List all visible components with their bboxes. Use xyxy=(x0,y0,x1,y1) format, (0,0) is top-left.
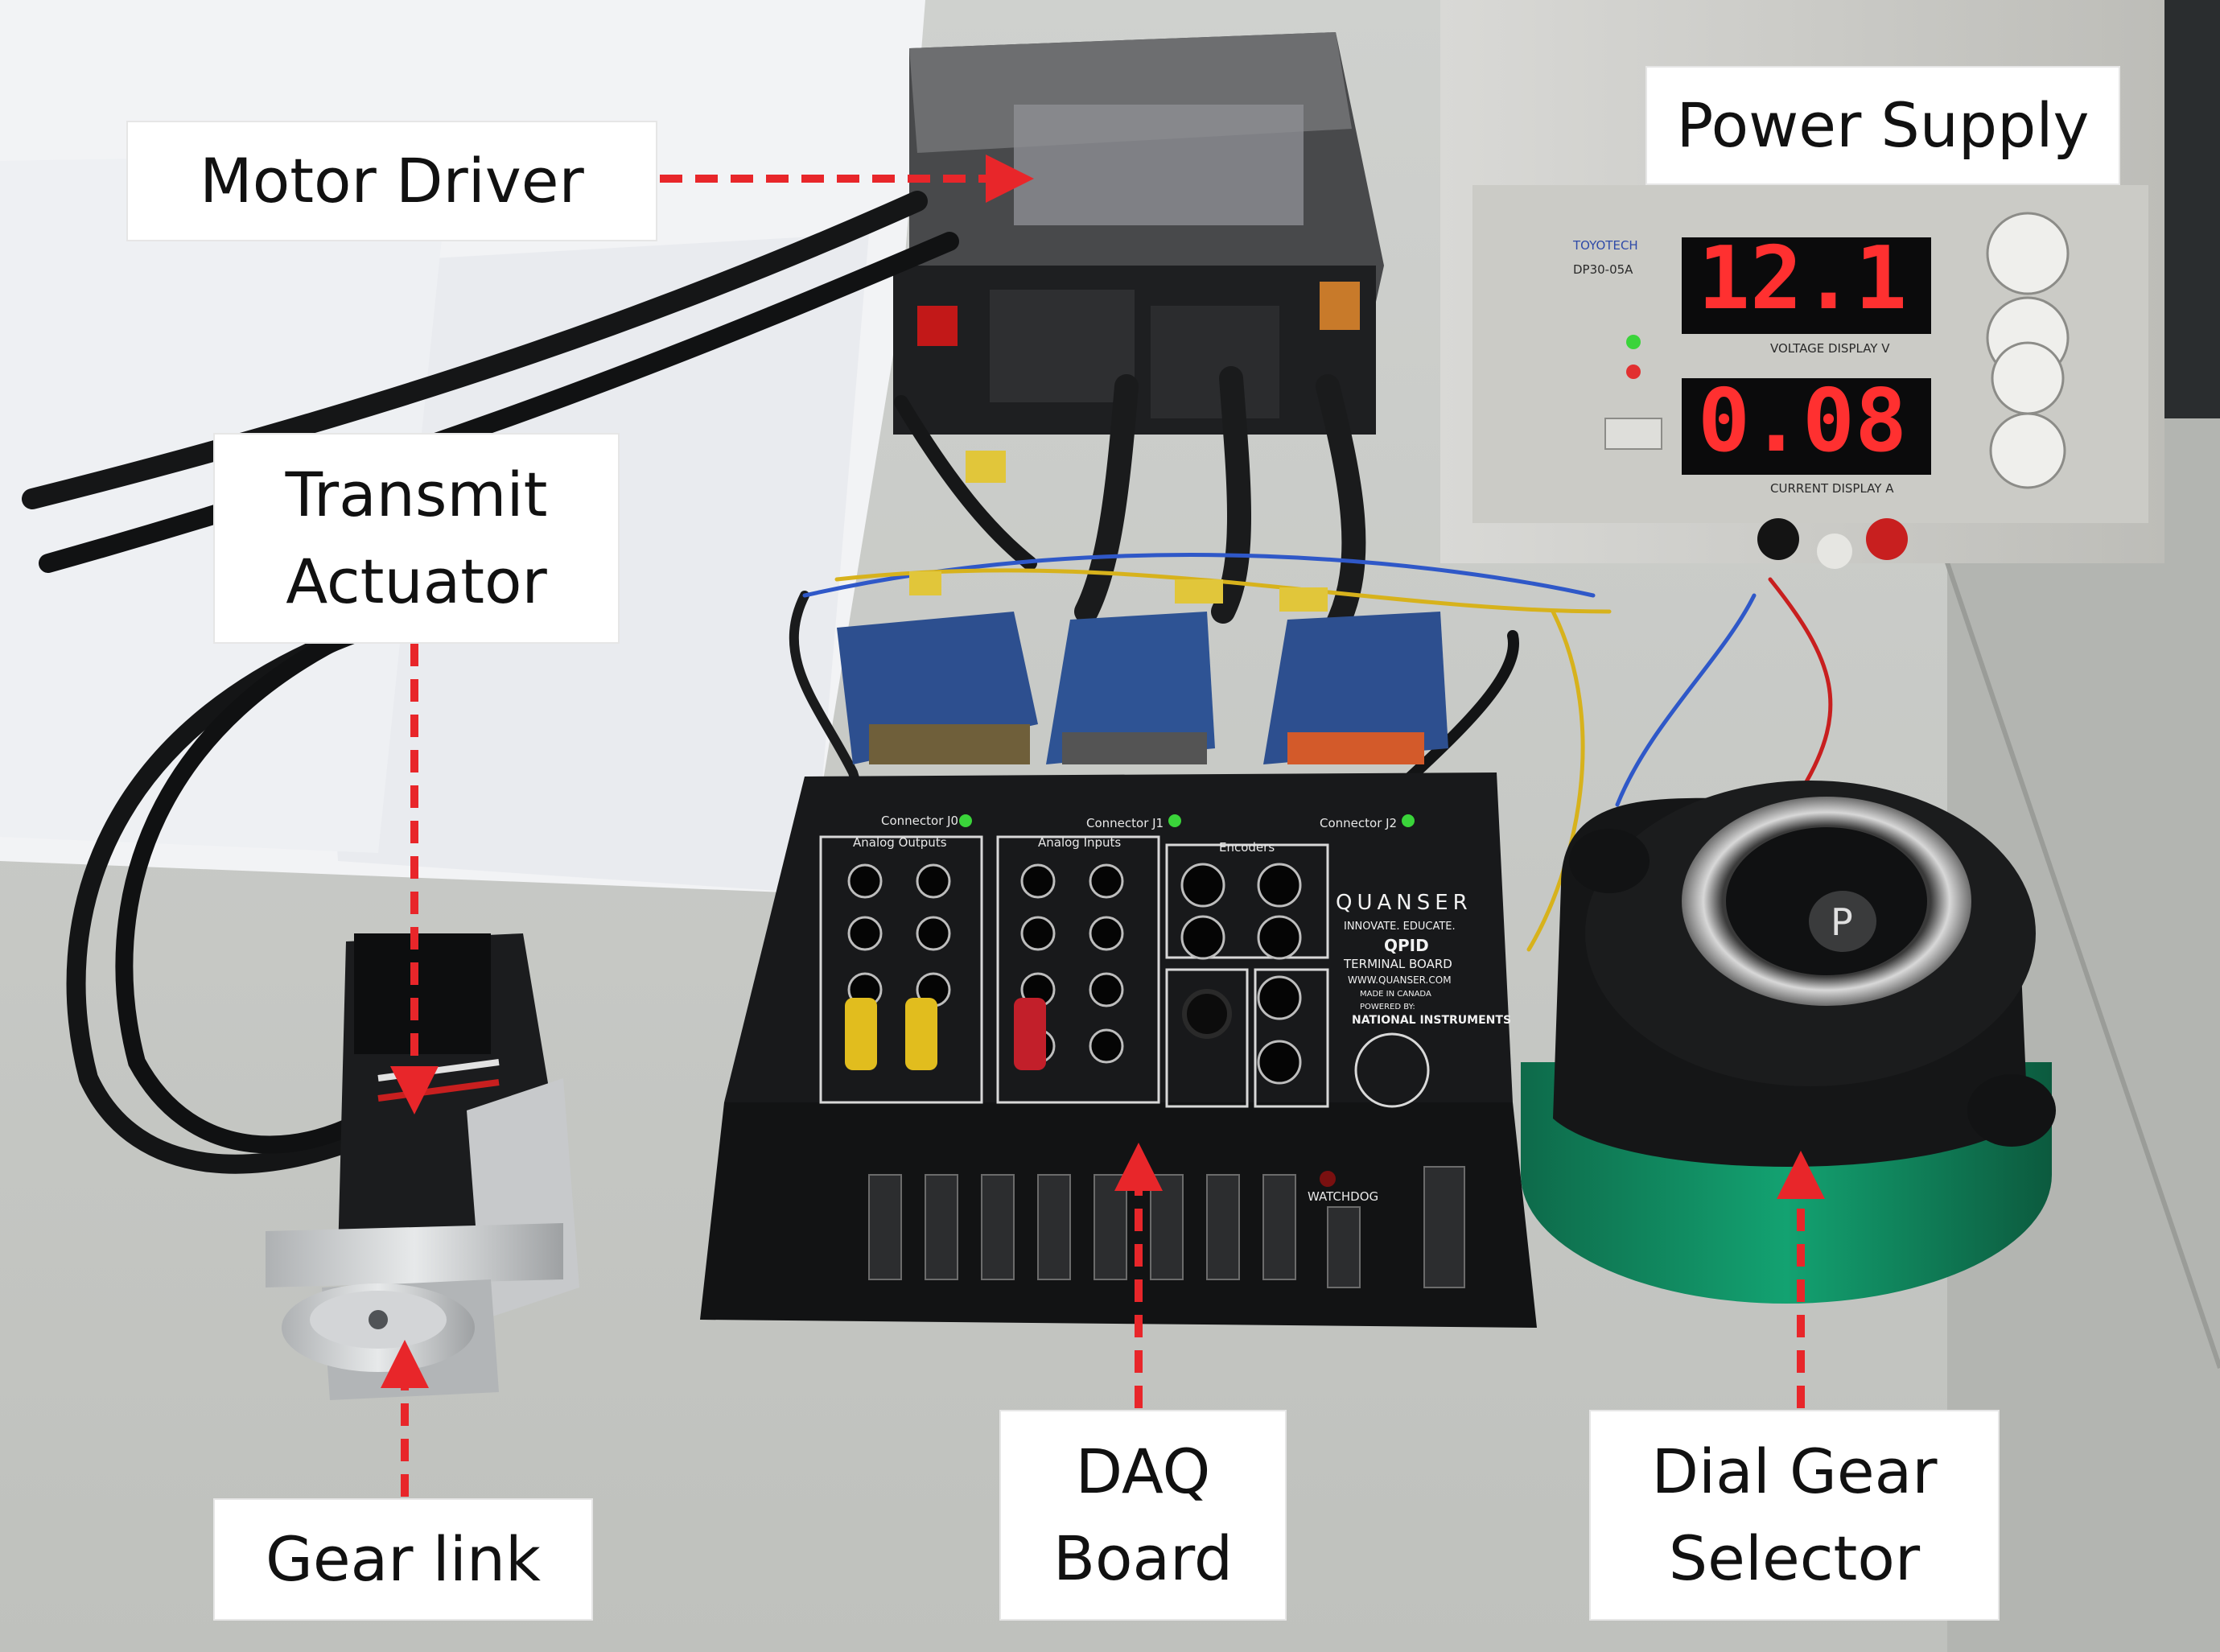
blue-connectors xyxy=(837,612,1448,764)
dial-gear-selector: P xyxy=(1521,781,2056,1304)
park-button-glyph: P xyxy=(1831,900,1853,944)
daq-section-analog-inputs: Analog Inputs xyxy=(1038,835,1121,850)
daq-connector-j0: Connector J0 xyxy=(881,814,958,828)
label-dial-gear-selector: Dial Gear Selector xyxy=(1589,1410,2000,1621)
label-power-supply: Power Supply xyxy=(1645,66,2120,185)
psu-model: DP30-05A xyxy=(1573,262,1633,277)
daq-powered-by: POWERED BY: xyxy=(1360,1003,1415,1011)
daq-made-in: MADE IN CANADA xyxy=(1360,990,1431,999)
label-daq-board: DAQ Board xyxy=(999,1410,1287,1621)
daq-section-analog-outputs: Analog Outputs xyxy=(853,835,947,850)
psu-brand: TOYOTECH xyxy=(1572,238,1638,253)
voltage-caption: VOLTAGE DISPLAY V xyxy=(1770,341,1890,356)
daq-watchdog: WATCHDOG xyxy=(1308,1189,1378,1204)
power-supply: 12.1 0.08 VOLTAGE DISPLAY V CURRENT DISP… xyxy=(1440,0,2164,569)
daq-board-name: TERMINAL BOARD xyxy=(1343,957,1452,971)
daq-ni: NATIONAL INSTRUMENTS xyxy=(1352,1014,1511,1027)
daq-website: WWW.QUANSER.COM xyxy=(1348,974,1452,986)
daq-terminal-board: QUANSER INNOVATE. EDUCATE. QPID TERMINAL… xyxy=(700,772,1537,1328)
cables xyxy=(22,191,2094,1174)
daq-connector-j2: Connector J2 xyxy=(1320,816,1397,830)
daq-tagline: INNOVATE. EDUCATE. xyxy=(1344,921,1456,933)
daq-connector-j1: Connector J1 xyxy=(1086,816,1164,830)
current-display: 0.08 xyxy=(1698,371,1907,472)
label-motor-driver: Motor Driver xyxy=(126,121,657,241)
current-caption: CURRENT DISPLAY A xyxy=(1770,481,1894,496)
voltage-display: 12.1 xyxy=(1698,229,1907,329)
label-transmit-actuator: Transmit Actuator xyxy=(213,433,620,644)
label-gear-link: Gear link xyxy=(213,1498,593,1621)
daq-model: QPID xyxy=(1384,936,1429,955)
daq-section-encoders: Encoders xyxy=(1219,840,1275,855)
daq-brand: QUANSER xyxy=(1336,891,1472,915)
